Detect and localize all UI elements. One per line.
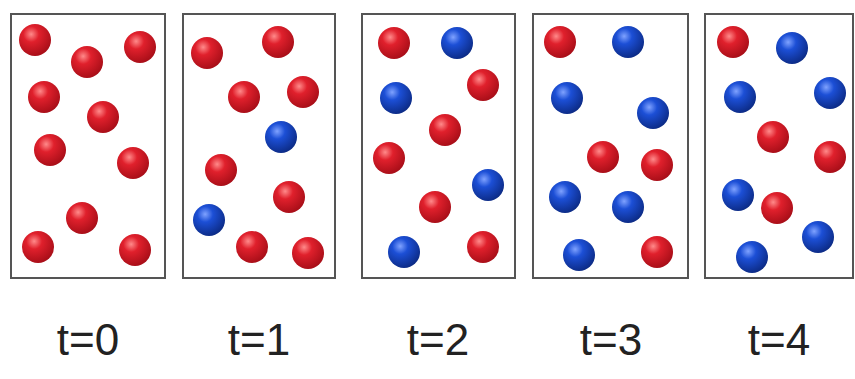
- time-label: t=1: [228, 318, 290, 362]
- blue-particle: [612, 26, 644, 58]
- red-particle: [419, 191, 451, 223]
- red-particle: [467, 231, 499, 263]
- red-particle: [66, 202, 98, 234]
- time-label: t=2: [407, 318, 469, 362]
- blue-particle: [637, 97, 669, 129]
- red-particle: [544, 26, 576, 58]
- red-particle: [292, 237, 324, 269]
- blue-particle: [380, 82, 412, 114]
- red-particle: [467, 69, 499, 101]
- red-particle: [191, 37, 223, 69]
- blue-particle: [722, 179, 754, 211]
- blue-particle: [549, 181, 581, 213]
- red-particle: [34, 134, 66, 166]
- red-particle: [587, 141, 619, 173]
- container-box: [362, 14, 515, 278]
- blue-particle: [563, 239, 595, 271]
- container-box: [533, 14, 688, 278]
- red-particle: [262, 26, 294, 58]
- blue-particle: [814, 77, 846, 109]
- blue-particle: [724, 81, 756, 113]
- red-particle: [814, 141, 846, 173]
- red-particle: [236, 231, 268, 263]
- blue-particle: [193, 204, 225, 236]
- red-particle: [228, 81, 260, 113]
- blue-particle: [612, 191, 644, 223]
- blue-particle: [551, 82, 583, 114]
- red-particle: [117, 147, 149, 179]
- red-particle: [273, 181, 305, 213]
- red-particle: [287, 76, 319, 108]
- red-particle: [205, 154, 237, 186]
- time-label: t=3: [580, 318, 642, 362]
- container-box: [11, 14, 165, 278]
- blue-particle: [736, 241, 768, 273]
- blue-particle: [388, 236, 420, 268]
- red-particle: [429, 114, 461, 146]
- red-particle: [71, 46, 103, 78]
- container-box: [705, 14, 853, 278]
- red-particle: [761, 192, 793, 224]
- blue-particle: [776, 32, 808, 64]
- red-particle: [641, 149, 673, 181]
- blue-particle: [441, 27, 473, 59]
- red-particle: [119, 234, 151, 266]
- red-particle: [87, 101, 119, 133]
- red-particle: [19, 24, 51, 56]
- blue-particle: [265, 121, 297, 153]
- red-particle: [28, 81, 60, 113]
- red-particle: [373, 142, 405, 174]
- time-label: t=4: [748, 318, 810, 362]
- container-box: [183, 14, 335, 278]
- red-particle: [757, 121, 789, 153]
- time-label: t=0: [57, 318, 119, 362]
- red-particle: [378, 27, 410, 59]
- blue-particle: [472, 169, 504, 201]
- red-particle: [22, 231, 54, 263]
- blue-particle: [802, 221, 834, 253]
- red-particle: [717, 26, 749, 58]
- red-particle: [641, 236, 673, 268]
- red-particle: [124, 31, 156, 63]
